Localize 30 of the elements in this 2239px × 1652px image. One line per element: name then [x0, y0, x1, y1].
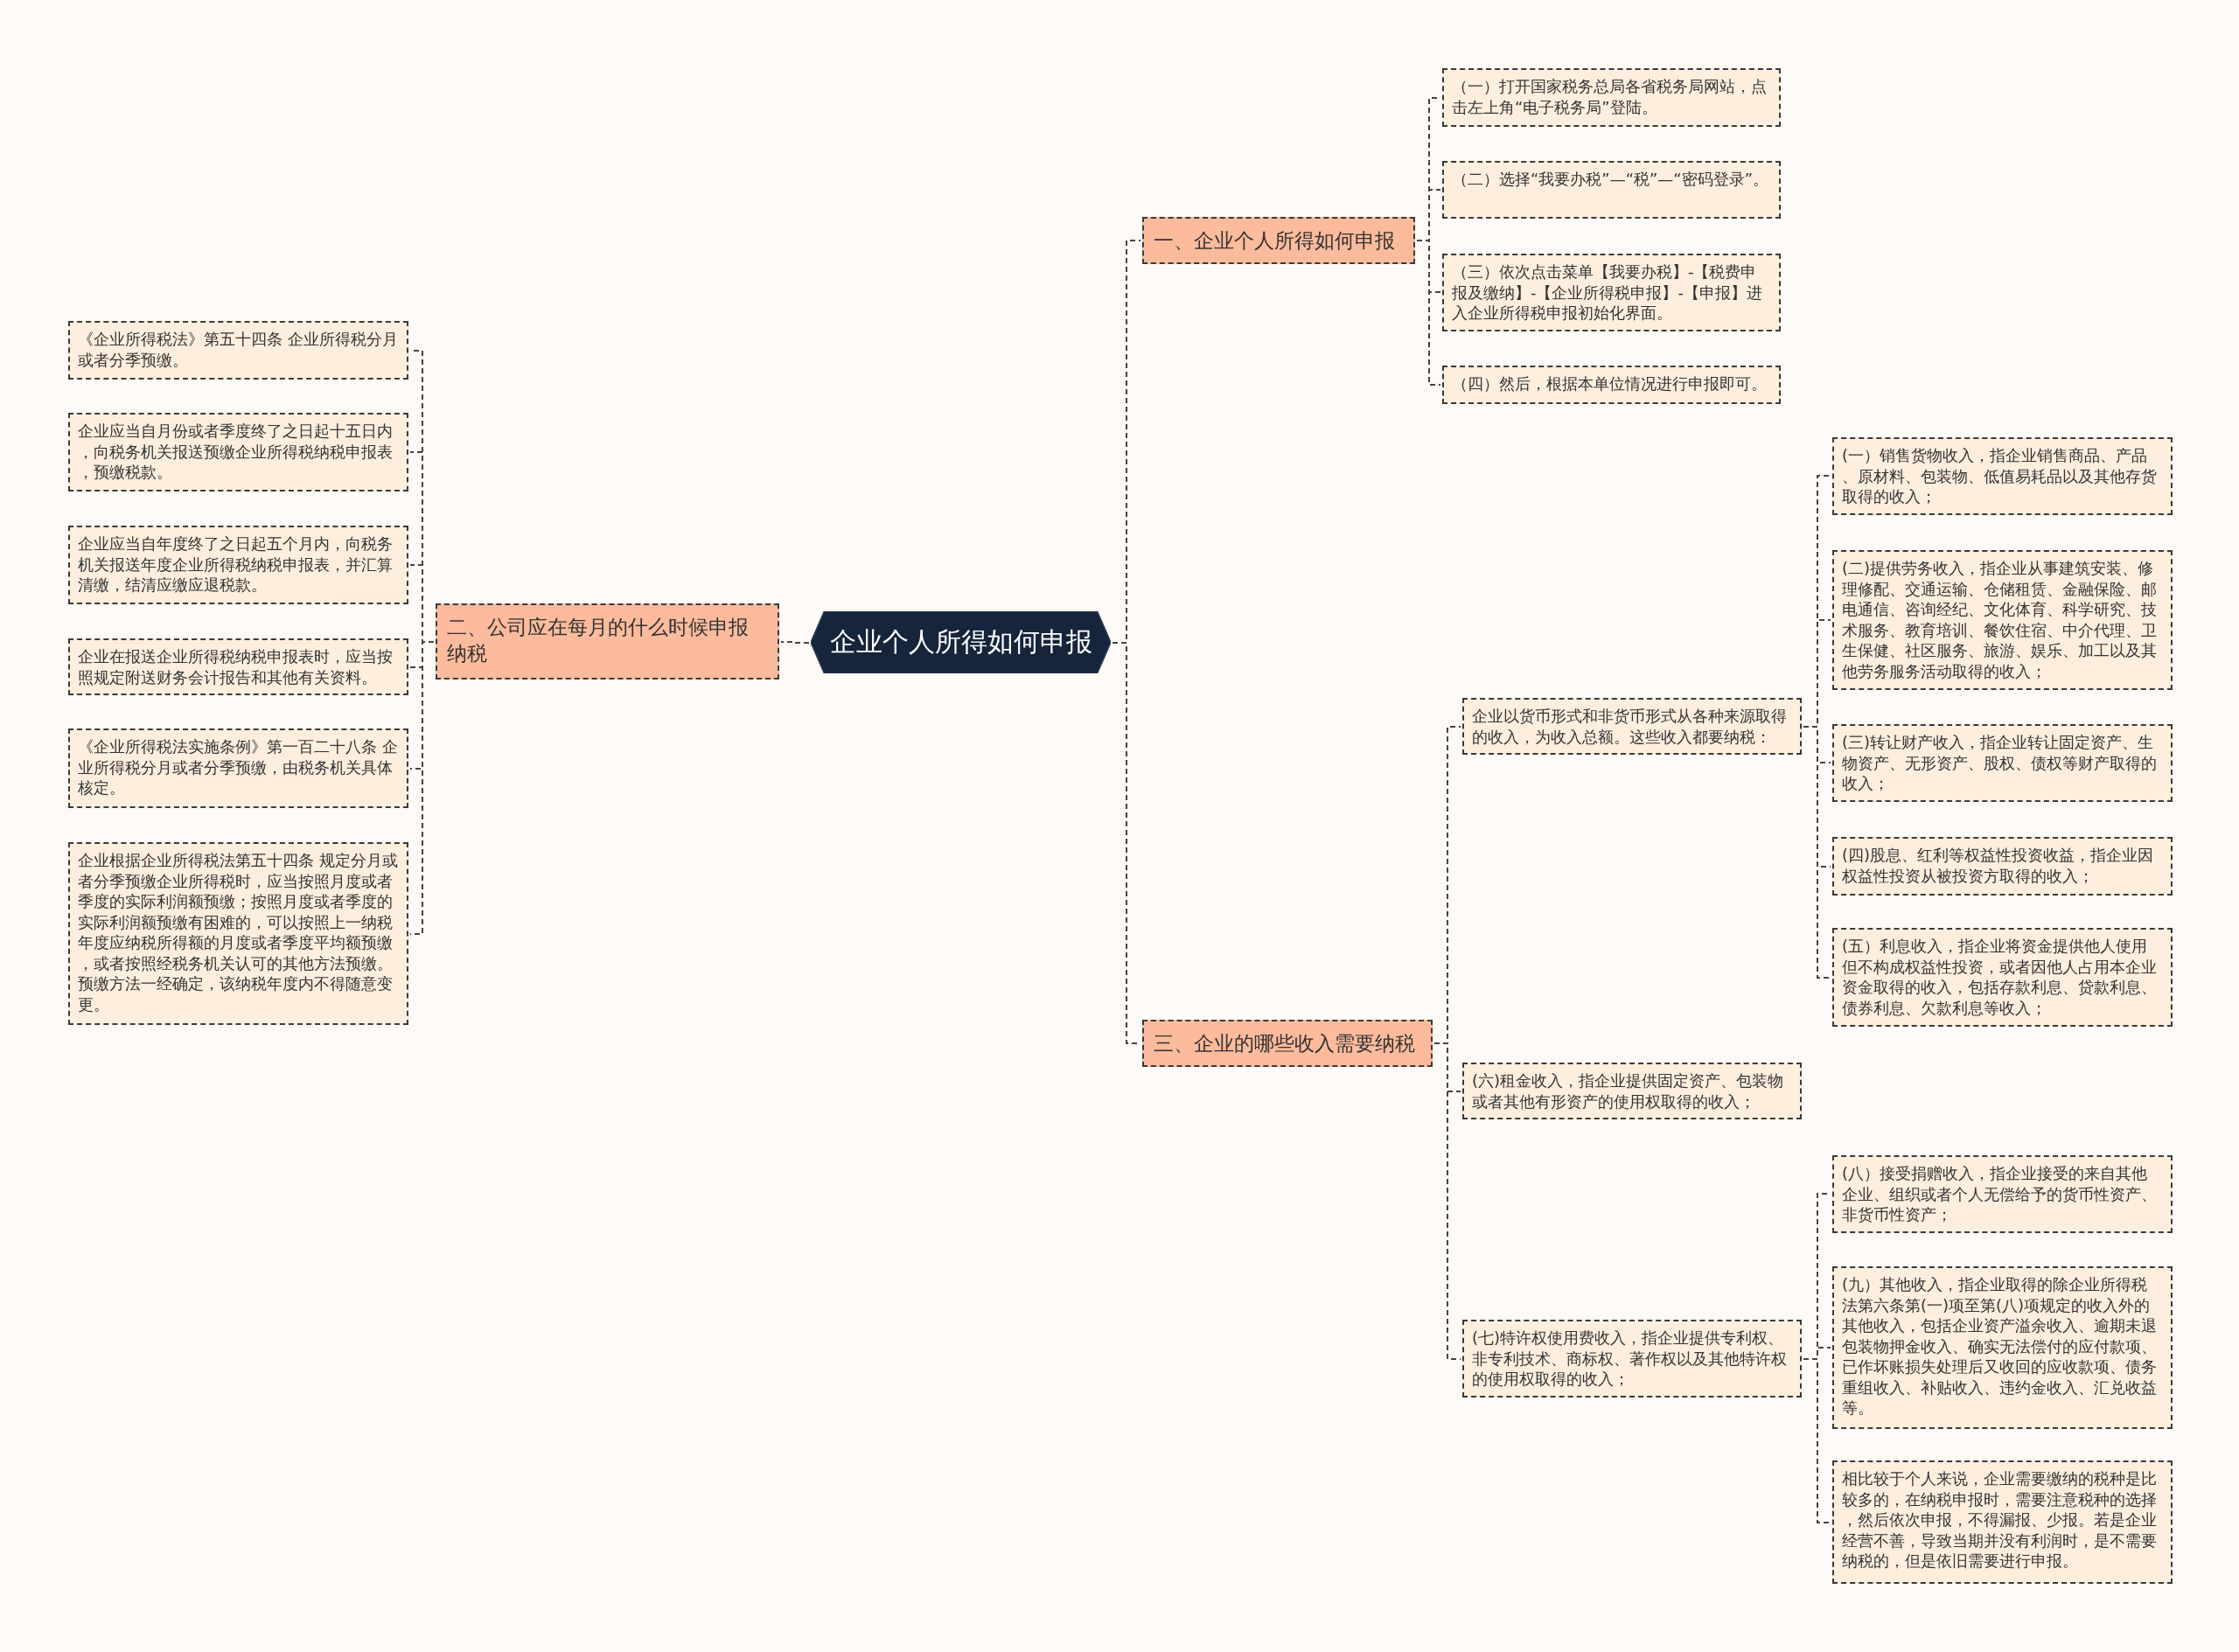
note-box: 企业根据企业所得税法第五十四条 规定分月或者分季预缴企业所得税时，应当按照月度或者季度的实际利润额预缴；按照月度或者季度的实际利润额预缴有困难的，可以按照上一纳税年度应纳税所得额的月度或者季度平均额预缴，或者按照经税务机关认可的其他方法预缴。预缴方法一经确定，该纳税年度内不得随意变更。 [68, 842, 408, 1025]
note-box: (六)租金收入，指企业提供固定资产、包装物或者其他有形资产的使用权取得的收入； [1462, 1063, 1802, 1119]
note-box: （三）依次点击菜单【我要办税】-【税费申报及缴纳】-【企业所得税申报】-【申报】进入企业所得税申报初始化界面。 [1442, 254, 1781, 331]
note-box: （一）打开国家税务总局各省税务局网站，点击左上角“电子税务局”登陆。 [1442, 68, 1781, 127]
connector-line [409, 641, 435, 935]
note-box: 企业应当自年度终了之日起五个月内，向税务机关报送年度企业所得税纳税申报表，并汇算清缴，结清应缴应退税款。 [68, 526, 408, 604]
note-box: 《企业所得税法》第五十四条 企业所得税分月或者分季预缴。 [68, 321, 408, 380]
note-box: (八）接受捐赠收入，指企业接受的来自其他企业、组织或者个人无偿给予的货币性资产、非货币性资产； [1832, 1155, 2173, 1233]
note-box: （二）选择“我要办税”—“税”—“密码登录”。 [1442, 161, 1781, 219]
note-box: (四)股息、红利等权益性投资收益，指企业因权益性投资从被投资方取得的收入； [1832, 837, 2173, 896]
note-box: 企业以货币形式和非货币形式从各种来源取得的收入，为收入总额。这些收入都要纳税： [1462, 698, 1802, 755]
note-box: (一）销售货物收入，指企业销售商品、产品、原材料、包装物、低值易耗品以及其他存货取得的收入； [1832, 437, 2173, 515]
note-box: 企业应当自月份或者季度终了之日起十五日内，向税务机关报送预缴企业所得税纳税申报表，预缴税款。 [68, 413, 408, 491]
note-box: (七)特许权使用费收入，指企业提供专利权、非专利技术、商标权、著作权以及其他特许权的使用权取得的收入； [1462, 1320, 1802, 1398]
note-box: (五）利息收入，指企业将资金提供他人使用但不构成权益性投资，或者因他人占用本企业资金取得的收入，包括存款利息、贷款利息、债券利息、欠款利息等收入； [1832, 928, 2173, 1027]
note-box: (三)转让财产收入，指企业转让固定资产、生物资产、无形资产、股权、债权等财产取得的收入； [1832, 724, 2173, 802]
branch-topic: 三、企业的哪些收入需要纳税 [1142, 1020, 1433, 1067]
connector-line [1416, 240, 1441, 386]
connector-line [1803, 726, 1831, 979]
central-topic: 企业个人所得如何申报 [811, 611, 1111, 673]
note-box: (二)提供劳务收入，指企业从事建筑安装、修理修配、交通运输、仓储租赁、金融保险、邮电通信、咨询经纪、文化体育、科学研究、技术服务、教育培训、餐饮住宿、中介代理、卫生保健、社区服务、旅游、娱乐、加工以及其他劳务服务活动取得的收入； [1832, 550, 2173, 690]
note-box: 《企业所得税法实施条例》第一百二十八条 企业所得税分月或者分季预缴，由税务机关具体核定。 [68, 728, 408, 808]
connector-line [780, 641, 810, 644]
note-box: 相比较于个人来说，企业需要缴纳的税种是比较多的，在纳税申报时，需要注意税种的选择，然后依次申报，不得漏报、少报。若是企业经营不善，导致当期并没有利润时，是不需要纳税的，但是依旧需要进行申报。 [1832, 1460, 2173, 1584]
note-box: (九）其他收入，指企业取得的除企业所得税法第六条第(一)项至第(八)项规定的收入外的其他收入，包括企业资产溢余收入、逾期未退包装物押金收入、确实无法偿付的应付款项、已作坏账损失处理后又收回的应收款项、债务重组收入、补贴收入、违约金收入、汇兑收益等。 [1832, 1266, 2173, 1429]
branch-topic: 二、公司应在每月的什么时候申报纳税 [436, 603, 779, 680]
branch-topic: 一、企业个人所得如何申报 [1142, 217, 1415, 264]
connector-line [1803, 1358, 1831, 1523]
note-box: （四）然后，根据本单位情况进行申报即可。 [1442, 366, 1781, 404]
note-box: 企业在报送企业所得税纳税申报表时，应当按照规定附送财务会计报告和其他有关资料。 [68, 638, 408, 695]
